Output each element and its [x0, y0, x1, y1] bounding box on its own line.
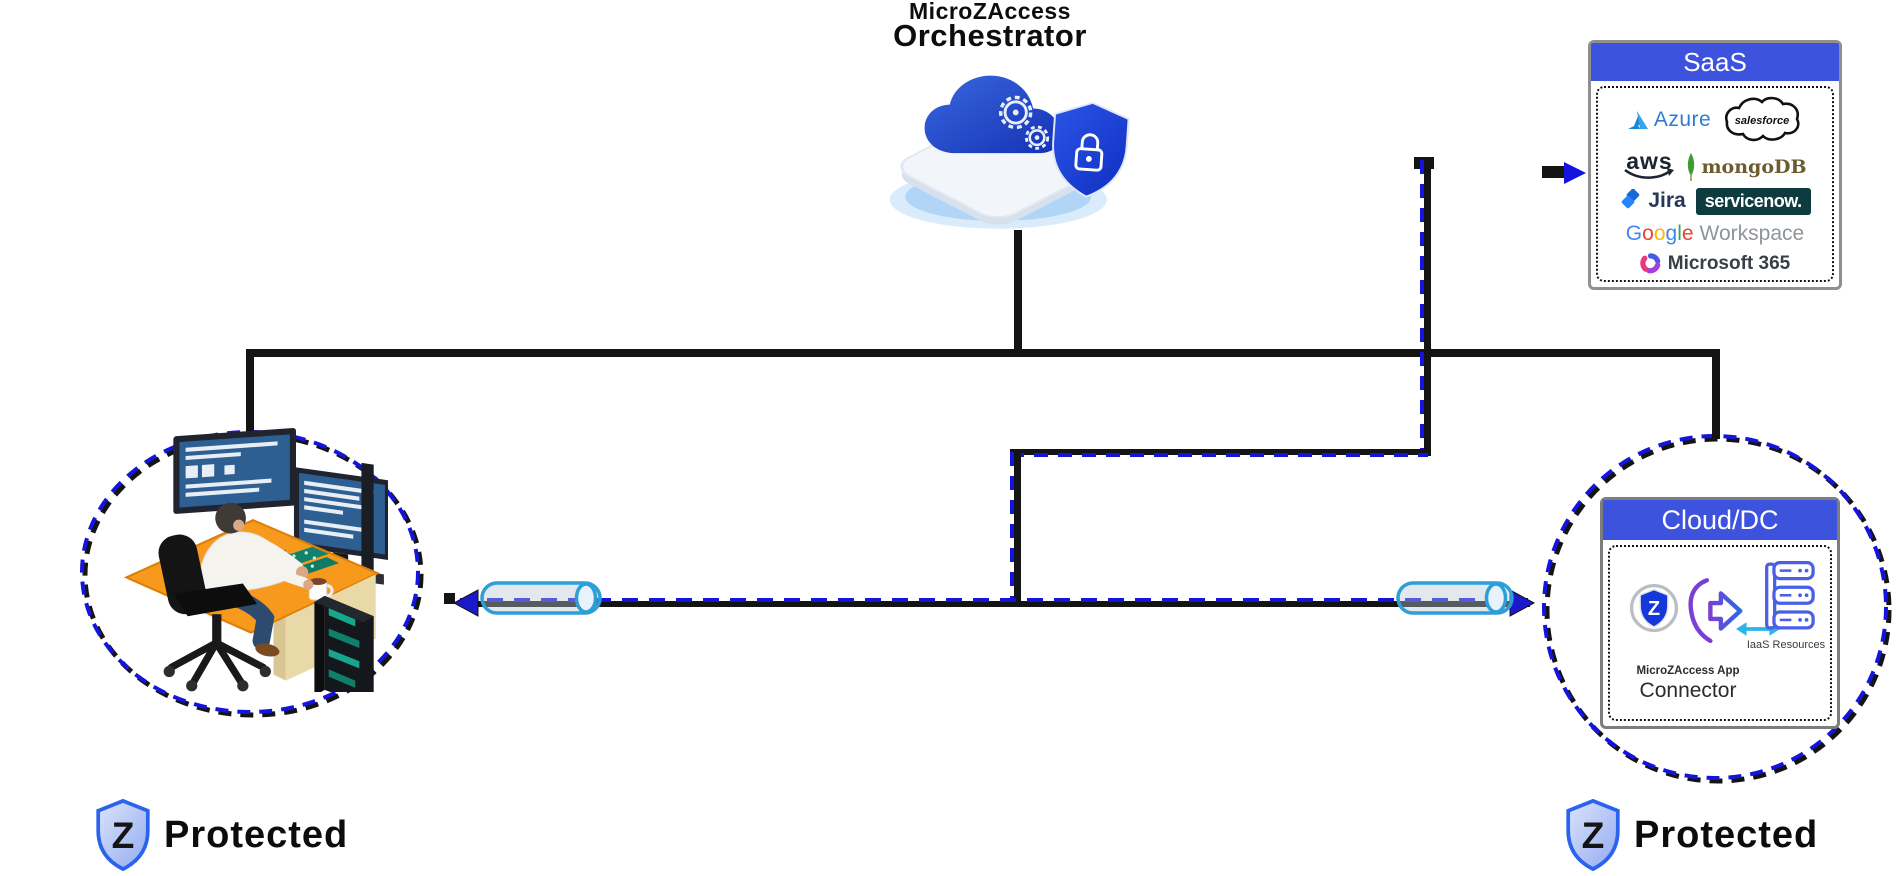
servers-icon	[1765, 561, 1815, 630]
protected-label: Protected	[1634, 813, 1819, 856]
saas-arrowhead	[1564, 162, 1586, 184]
desk-side-shade	[273, 617, 286, 681]
title-line2: Orchestrator	[893, 18, 1087, 53]
microzaccess-app-label: MicroZAccess App	[1636, 665, 1740, 677]
person	[198, 502, 314, 657]
tunnel-left	[480, 581, 602, 615]
management-lines	[246, 230, 1720, 439]
aws-smile-icon	[1624, 168, 1675, 179]
orchestrator-icon	[889, 75, 1130, 229]
z-shield-icon: Z	[1566, 798, 1620, 872]
mongodb-leaf-icon	[1688, 152, 1695, 181]
svg-text:Z: Z	[1648, 598, 1660, 620]
jira-icon	[1622, 189, 1640, 209]
cloud-dc-content: Z	[1608, 545, 1832, 721]
tunnel-route	[444, 589, 1536, 617]
office-chair	[158, 534, 271, 692]
svg-text:Z: Z	[112, 814, 135, 856]
svg-text:salesforce: salesforce	[1735, 115, 1789, 127]
z-shield-icon: Z	[96, 798, 150, 872]
title-line1: MicroZAccess	[909, 0, 1071, 24]
cloud-dc-header: Cloud/DC	[1603, 500, 1837, 540]
workstation-illustration	[123, 427, 388, 692]
protected-label: Protected	[164, 813, 349, 856]
coffee-mug	[308, 578, 334, 601]
salesforce-logo: salesforce	[1725, 96, 1800, 141]
microsoft-365-icon	[1640, 253, 1661, 274]
protected-badge-right: Z Protected	[1562, 796, 1818, 874]
protected-badge-left: Z Protected	[92, 796, 348, 874]
circuit-dots	[292, 551, 317, 568]
servicenow-logo: servicenow.	[1695, 187, 1811, 215]
right-arrowhead	[1509, 589, 1536, 617]
app-connector-arrow-icon	[1688, 578, 1743, 644]
cloud-dc-panel: Cloud/DC Z	[1600, 497, 1840, 729]
svg-text:Z: Z	[1582, 814, 1605, 856]
gear-icon-small	[1024, 125, 1050, 150]
saas-route	[1414, 157, 1586, 456]
monitor-left	[173, 427, 296, 521]
aws-logo: aws	[1623, 150, 1675, 179]
shield-lock-icon	[1052, 101, 1130, 198]
gear-icon-large	[998, 95, 1033, 130]
saas-header: SaaS	[1591, 43, 1839, 81]
saas-panel: SaaS Azure salesforce aws	[1588, 40, 1842, 290]
right-endpoint-circle	[1542, 434, 1892, 784]
jira-logo: Jira	[1619, 189, 1686, 213]
middle-route	[1010, 449, 1431, 607]
left-arrowhead	[452, 589, 479, 617]
azure-logo: Azure	[1627, 108, 1711, 132]
z-shield-ring-icon: Z	[1629, 584, 1679, 633]
pc-tower	[314, 595, 374, 692]
google-workspace-logo: G o o g l e Workspace	[1625, 221, 1805, 245]
saas-logo-area: Azure salesforce aws	[1596, 86, 1834, 282]
cloud-icon	[924, 75, 1061, 154]
mongodb-logo: mongoDB	[1685, 152, 1807, 181]
tunnel-right	[1396, 581, 1514, 615]
orchestrator-title: MicroZAccess Orchestrator	[810, 0, 1170, 53]
iaas-resources-label: IaaS Resources	[1746, 639, 1826, 651]
azure-icon	[1627, 110, 1648, 129]
connector-label: Connector	[1639, 679, 1737, 702]
microsoft-365-logo: Microsoft 365	[1640, 253, 1790, 275]
